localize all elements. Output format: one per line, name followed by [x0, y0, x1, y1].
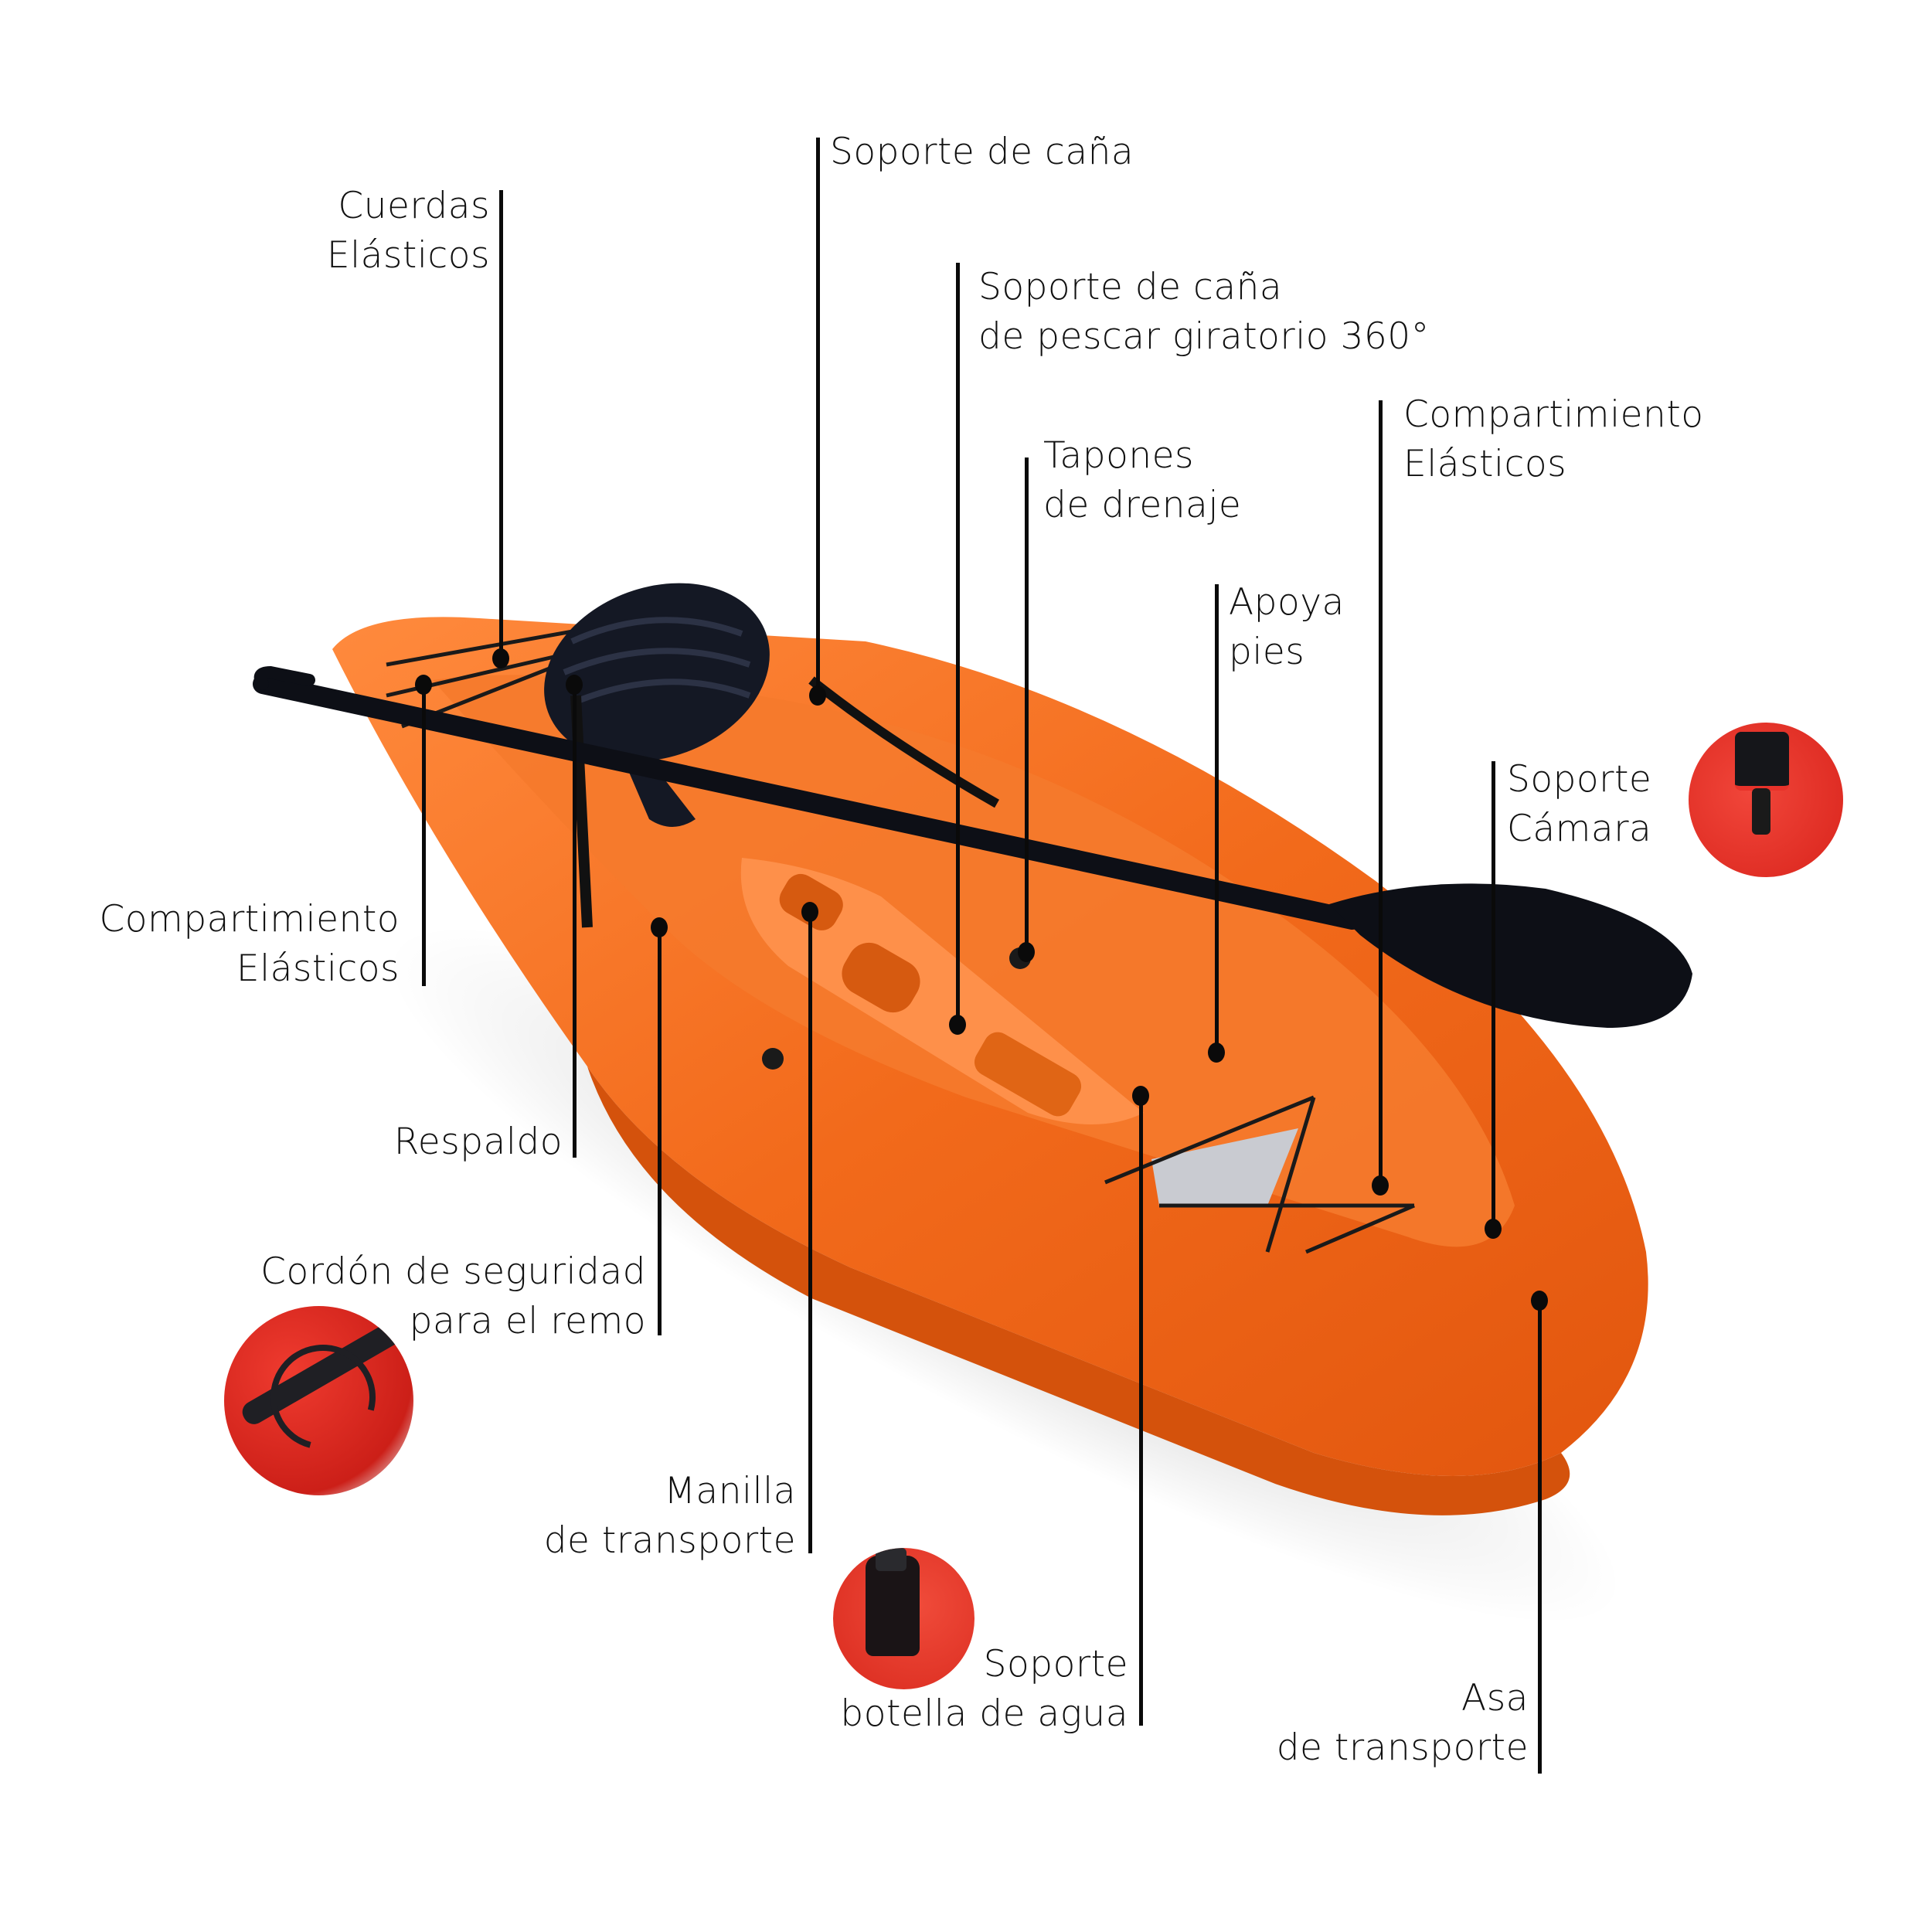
pointer-dot — [651, 917, 668, 937]
pointer-dot — [1018, 942, 1035, 962]
bottle-holder-photo — [833, 1548, 975, 1689]
leader-line-soporte-cana — [816, 138, 820, 694]
pointer-dot — [492, 648, 509, 668]
camera-mount-photo — [1689, 723, 1843, 877]
paddle-leash-photo — [224, 1306, 413, 1495]
leader-line-tapones — [1025, 457, 1029, 952]
pointer-dot — [801, 902, 818, 922]
paddle-blade — [1329, 883, 1692, 1028]
pointer-dot — [809, 685, 826, 706]
leader-line-compartimiento-popa — [422, 685, 426, 986]
leader-line-manilla — [808, 912, 812, 1553]
leader-line-asa — [1538, 1301, 1542, 1774]
leader-line-compartimiento-proa — [1379, 400, 1383, 1185]
label-soporte-cana: Soporte de caña — [830, 131, 1134, 173]
pointer-dot — [566, 675, 583, 695]
paddle-shaft — [253, 674, 1362, 930]
leader-line-apoya-pies — [1215, 584, 1219, 1052]
pointer-dot — [1372, 1175, 1389, 1196]
pointer-dot — [1485, 1219, 1502, 1239]
pointer-dot — [1531, 1291, 1548, 1311]
camera-icon — [1735, 732, 1789, 791]
leader-line-cordon — [658, 927, 662, 1335]
bottle-icon — [866, 1556, 920, 1656]
pointer-dot — [1132, 1086, 1149, 1106]
leader-line-respaldo — [573, 685, 577, 1158]
pointer-dot — [415, 675, 432, 695]
leader-line-cuerdas — [499, 190, 503, 657]
leader-line-soporte-camara — [1492, 761, 1495, 1229]
pointer-dot — [1208, 1043, 1225, 1063]
leader-line-soporte-cana-360 — [956, 263, 960, 1024]
pointer-dot — [949, 1015, 966, 1035]
cockpit — [433, 675, 1515, 1247]
leader-line-botella — [1139, 1096, 1143, 1726]
label-respaldo: Respaldo — [393, 1121, 563, 1163]
